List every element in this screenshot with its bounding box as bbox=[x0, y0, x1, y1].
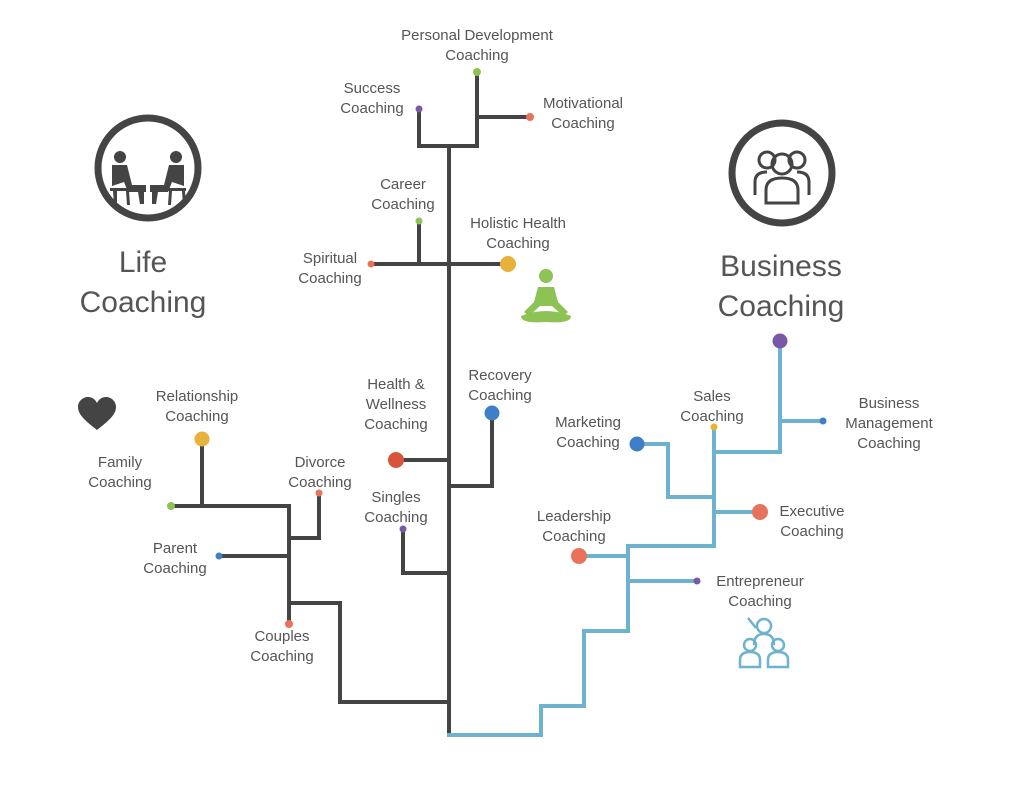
branch-family bbox=[170, 504, 291, 625]
life-title-line1: Life bbox=[119, 246, 167, 279]
label-success-2: Coaching bbox=[340, 100, 403, 117]
dot-success bbox=[415, 105, 423, 113]
label-relationship-2: Coaching bbox=[165, 408, 228, 425]
life-title-line2: Coaching bbox=[80, 286, 207, 319]
dot-spiritual bbox=[367, 260, 375, 268]
dot-executive bbox=[752, 504, 768, 520]
heart-icon bbox=[78, 397, 116, 430]
dot-entrepreneur bbox=[693, 577, 701, 585]
business-coaching-title: Business Coaching bbox=[718, 250, 845, 323]
label-sales-1: Sales bbox=[693, 388, 731, 405]
two-people-sitting-icon bbox=[94, 114, 202, 222]
label-recovery-1: Recovery bbox=[468, 367, 532, 384]
branch-divorce bbox=[287, 492, 321, 540]
team-meeting-icon bbox=[738, 617, 790, 669]
dot-career bbox=[415, 217, 423, 225]
life-coaching-title: Life Coaching bbox=[80, 246, 207, 319]
business-branches bbox=[447, 340, 824, 737]
dot-family bbox=[167, 502, 175, 510]
label-holistic-health-1: Holistic Health bbox=[470, 215, 566, 232]
label-health-wellness-1: Health & bbox=[367, 376, 425, 393]
label-couples-1: Couples bbox=[254, 628, 309, 645]
label-family-1: Family bbox=[98, 454, 143, 471]
branch-marketing bbox=[635, 442, 716, 499]
dot-sales bbox=[710, 423, 718, 431]
label-career-1: Career bbox=[380, 176, 426, 193]
label-marketing-1: Marketing bbox=[555, 414, 621, 431]
label-couples-2: Coaching bbox=[250, 648, 313, 665]
dot-parent bbox=[215, 552, 223, 560]
label-singles-2: Coaching bbox=[364, 509, 427, 526]
label-holistic-health-2: Coaching bbox=[486, 235, 549, 252]
label-personal-development-1: Personal Development bbox=[401, 27, 554, 44]
label-executive-2: Coaching bbox=[780, 523, 843, 540]
label-parent-1: Parent bbox=[153, 540, 198, 557]
label-divorce-2: Coaching bbox=[288, 474, 351, 491]
label-success-1: Success bbox=[344, 80, 401, 97]
label-family-2: Coaching bbox=[88, 474, 151, 491]
dot-holistic-health bbox=[500, 256, 516, 272]
label-leadership-2: Coaching bbox=[542, 528, 605, 545]
dot-business-management bbox=[819, 417, 827, 425]
label-motivational-2: Coaching bbox=[551, 115, 614, 132]
label-marketing-2: Coaching bbox=[556, 434, 619, 451]
label-recovery-2: Coaching bbox=[468, 387, 531, 404]
dot-couples bbox=[285, 620, 293, 628]
dot-business-top bbox=[772, 333, 788, 349]
dot-leadership bbox=[571, 548, 587, 564]
dot-singles bbox=[399, 525, 407, 533]
label-personal-development-2: Coaching bbox=[445, 47, 508, 64]
dot-divorce bbox=[315, 489, 323, 497]
label-relationship-1: Relationship bbox=[156, 388, 239, 405]
label-motivational-1: Motivational bbox=[543, 95, 623, 112]
dot-personal-development bbox=[473, 68, 481, 76]
label-career-2: Coaching bbox=[371, 196, 434, 213]
branch-singles bbox=[401, 528, 451, 575]
label-executive-1: Executive bbox=[779, 503, 844, 520]
label-sales-2: Coaching bbox=[680, 408, 743, 425]
life-branches bbox=[170, 71, 530, 737]
dot-recovery bbox=[484, 405, 500, 421]
branch-recovery bbox=[447, 412, 494, 488]
label-divorce-1: Divorce bbox=[295, 454, 346, 471]
node-dots bbox=[167, 68, 827, 628]
business-title-line2: Coaching bbox=[718, 290, 845, 323]
node-labels: Personal Development Coaching Success Co… bbox=[88, 27, 933, 665]
dot-relationship bbox=[194, 431, 210, 447]
label-business-management-1: Business bbox=[859, 395, 920, 412]
label-business-management-3: Coaching bbox=[857, 435, 920, 452]
label-spiritual-2: Coaching bbox=[298, 270, 361, 287]
label-leadership-1: Leadership bbox=[537, 508, 611, 525]
label-parent-2: Coaching bbox=[143, 560, 206, 577]
dot-motivational bbox=[526, 113, 534, 121]
label-entrepreneur-1: Entrepreneur bbox=[716, 573, 804, 590]
business-title-line1: Business bbox=[720, 250, 842, 283]
label-business-management-2: Management bbox=[845, 415, 933, 432]
label-health-wellness-3: Coaching bbox=[364, 416, 427, 433]
dot-marketing bbox=[629, 436, 645, 452]
branch-left-connector bbox=[287, 601, 451, 704]
label-health-wellness-2: Wellness bbox=[366, 396, 427, 413]
label-singles-1: Singles bbox=[371, 489, 420, 506]
label-entrepreneur-2: Coaching bbox=[728, 593, 791, 610]
meditation-figure-icon bbox=[521, 269, 571, 323]
business-stair-trunk bbox=[447, 340, 782, 737]
group-of-people-icon bbox=[728, 119, 836, 227]
label-spiritual-1: Spiritual bbox=[303, 250, 357, 267]
branch-top-fork bbox=[417, 71, 479, 148]
dot-health-wellness bbox=[388, 452, 404, 468]
